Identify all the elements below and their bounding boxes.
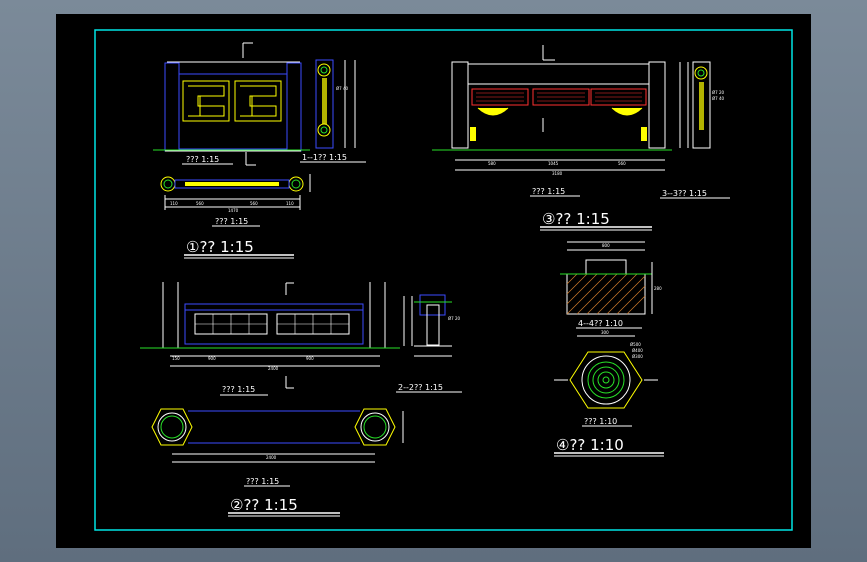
detail-3-section: Ø7 20 Ø7 40: [679, 61, 725, 149]
svg-text:900: 900: [208, 356, 216, 361]
svg-text:110: 110: [286, 201, 294, 206]
detail-4-plan-label: ??? 1:10: [584, 417, 617, 426]
svg-text:300: 300: [601, 330, 609, 335]
svg-text:Ø7 20: Ø7 20: [712, 90, 725, 95]
svg-text:1470: 1470: [228, 208, 239, 213]
svg-text:Ø400: Ø400: [632, 348, 643, 353]
drawing-area: [56, 14, 811, 548]
svg-text:800: 800: [602, 243, 610, 248]
svg-text:Ø7 20: Ø7 20: [448, 316, 461, 321]
detail-1-plan: 560 560 110 110 1470: [160, 174, 311, 213]
detail-2-elevation: 900 900 150 2400: [140, 282, 400, 389]
svg-text:Ø7 40: Ø7 40: [336, 86, 349, 91]
svg-text:560: 560: [618, 161, 626, 166]
svg-text:Ø7 40: Ø7 40: [712, 96, 725, 101]
svg-text:900: 900: [306, 356, 314, 361]
detail-1-title: ①?? 1:15: [186, 238, 254, 256]
svg-text:560: 560: [196, 201, 204, 206]
title-frame: [94, 29, 793, 531]
svg-text:2400: 2400: [268, 366, 279, 371]
detail-1-plan-label: ??? 1:15: [215, 217, 248, 226]
detail-4-plan: 300 Ø500 Ø400 Ø300: [554, 330, 658, 409]
detail-3-elev-label: ??? 1:15: [532, 187, 565, 196]
svg-text:Ø300: Ø300: [632, 354, 643, 359]
detail-2-plan: 2400: [151, 408, 404, 463]
detail-4-section: 800 280: [560, 241, 662, 315]
detail-2-section: Ø7 20: [403, 294, 461, 357]
svg-text:1045: 1045: [548, 161, 559, 166]
detail-2-section-label: 2--2?? 1:15: [398, 383, 443, 392]
detail-1-section: Ø7 40: [315, 59, 356, 149]
svg-text:Ø500: Ø500: [630, 342, 641, 347]
detail-3-section-label: 3--3?? 1:15: [662, 189, 707, 198]
detail-2-plan-label: ??? 1:15: [246, 477, 279, 486]
detail-1-elevation: [153, 42, 310, 166]
detail-2-title: ②?? 1:15: [230, 496, 298, 514]
svg-text:3180: 3180: [552, 171, 563, 176]
detail-2-elev-label: ??? 1:15: [222, 385, 255, 394]
svg-text:150: 150: [172, 356, 180, 361]
detail-3-title: ③?? 1:15: [542, 210, 610, 228]
detail-4-section-label: 4--4?? 1:10: [578, 319, 623, 328]
svg-text:280: 280: [654, 286, 662, 291]
svg-text:580: 580: [488, 161, 496, 166]
detail-3-elevation: 580 1045 560 3180: [432, 45, 672, 176]
detail-1-elev-label: ??? 1:15: [186, 155, 219, 164]
detail-1-section-label: 1--1?? 1:15: [302, 153, 347, 162]
detail-4-title: ④?? 1:10: [556, 436, 624, 454]
svg-text:2400: 2400: [266, 455, 277, 460]
svg-text:110: 110: [170, 201, 178, 206]
svg-text:560: 560: [250, 201, 258, 206]
